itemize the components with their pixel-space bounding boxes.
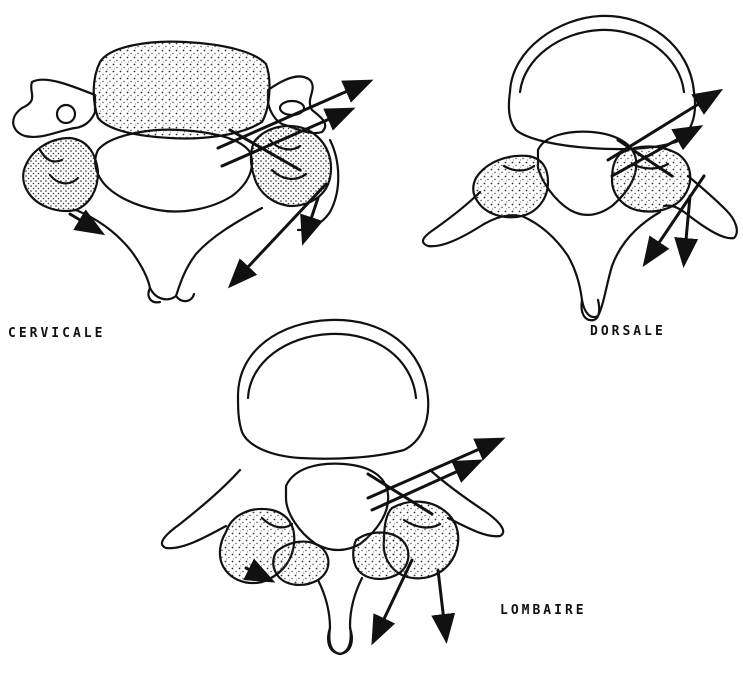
cervical-left-foramen <box>57 105 75 123</box>
cervical-vertebra <box>13 42 338 303</box>
dorsal-vertebral-body <box>509 16 695 149</box>
cervical-left-transverse-process <box>13 80 95 137</box>
label-lombaire: LOMBAIRE <box>500 603 587 618</box>
dorsal-lamina <box>522 212 660 317</box>
lumbar-body-inner-rim <box>248 334 416 398</box>
cervical-vertebral-body <box>94 42 270 139</box>
lumbar-arrow-5 <box>438 570 446 638</box>
dorsal-right-pedicle <box>612 147 690 212</box>
cervical-lamina <box>76 208 262 299</box>
dorsal-body-inner-rim <box>520 30 684 92</box>
dorsal-vertebra <box>423 16 737 320</box>
lumbar-arrow-1 <box>368 440 500 498</box>
lumbar-left-articular-process <box>273 542 328 585</box>
cervical-left-pedicle <box>23 138 98 211</box>
lumbar-right-articular-process <box>353 533 408 579</box>
dorsal-left-pedicle <box>473 156 548 218</box>
lumbar-vertebral-body <box>238 320 428 459</box>
lumbar-vertebra <box>162 320 503 654</box>
lumbar-spinous-process <box>328 628 352 654</box>
label-dorsale: DORSALE <box>590 324 666 339</box>
lumbar-lamina <box>318 578 362 654</box>
cervical-arrow-6 <box>70 214 100 232</box>
label-cervicale: CERVICALE <box>8 326 105 341</box>
